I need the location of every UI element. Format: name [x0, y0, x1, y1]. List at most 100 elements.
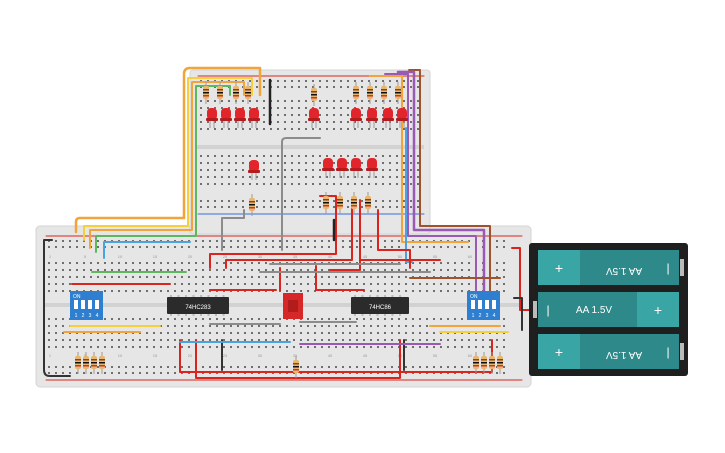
hole: [279, 346, 281, 348]
hole: [272, 269, 274, 271]
hole: [263, 128, 265, 130]
hole: [244, 262, 246, 264]
resistor-band: [99, 362, 105, 364]
hole: [270, 169, 272, 171]
rail-hole: [361, 80, 363, 82]
hole: [361, 155, 363, 157]
rail-hole: [319, 206, 321, 208]
hole: [146, 339, 148, 341]
hole: [270, 183, 272, 185]
hole: [62, 346, 64, 348]
resistor-band: [233, 89, 239, 91]
hole: [440, 283, 442, 285]
hole: [412, 318, 414, 320]
rail-hole: [221, 200, 223, 202]
hole: [419, 290, 421, 292]
hole: [461, 339, 463, 341]
chip-pin: [391, 314, 394, 316]
rail-hole: [242, 200, 244, 202]
rail-hole: [167, 366, 169, 368]
hole: [461, 262, 463, 264]
hole: [440, 318, 442, 320]
hole: [200, 176, 202, 178]
hole: [347, 107, 349, 109]
rail-hole: [312, 206, 314, 208]
hole: [237, 346, 239, 348]
dip-switch-left[interactable]: ON 1 2 3 4: [70, 291, 103, 320]
hole: [263, 176, 265, 178]
hole: [391, 283, 393, 285]
hole: [209, 269, 211, 271]
hole: [321, 339, 323, 341]
hole: [153, 262, 155, 264]
dip-switch-right[interactable]: ON 1 2 3 4: [467, 291, 500, 320]
rail-hole: [382, 206, 384, 208]
hole: [237, 325, 239, 327]
rail-hole: [125, 366, 127, 368]
hole: [321, 283, 323, 285]
hole: [111, 339, 113, 341]
hole: [398, 283, 400, 285]
hole: [305, 107, 307, 109]
hole: [90, 346, 92, 348]
led: [337, 158, 347, 170]
hole: [228, 162, 230, 164]
hole: [305, 128, 307, 130]
hole: [312, 176, 314, 178]
hole: [263, 155, 265, 157]
hole: [363, 283, 365, 285]
rail-hole: [195, 246, 197, 248]
hole: [363, 339, 365, 341]
column-number: 20: [188, 353, 193, 358]
hole: [382, 169, 384, 171]
rail-hole: [375, 86, 377, 88]
hole: [104, 346, 106, 348]
resistor-band: [293, 369, 299, 371]
wire: [221, 209, 245, 251]
hole: [195, 276, 197, 278]
hole: [167, 262, 169, 264]
rail-hole: [496, 246, 498, 248]
hole: [202, 276, 204, 278]
hole: [125, 276, 127, 278]
column-number: 55: [433, 353, 438, 358]
rail-hole: [370, 246, 372, 248]
rail-hole: [300, 246, 302, 248]
rail-hole: [496, 240, 498, 242]
hole: [440, 262, 442, 264]
hole: [356, 325, 358, 327]
hole: [298, 100, 300, 102]
led: [351, 158, 361, 170]
resistor-band: [83, 362, 89, 364]
resistor-band: [353, 89, 359, 91]
hole: [228, 121, 230, 123]
hole: [97, 276, 99, 278]
hole: [55, 269, 57, 271]
rail-hole: [62, 240, 64, 242]
chip-74hc86[interactable]: 74HC86: [351, 297, 409, 314]
hole: [377, 346, 379, 348]
hole: [503, 276, 505, 278]
hole: [375, 183, 377, 185]
rail-hole: [272, 246, 274, 248]
hole: [167, 290, 169, 292]
hole: [258, 339, 260, 341]
hole: [228, 107, 230, 109]
hole: [361, 121, 363, 123]
hole: [284, 100, 286, 102]
battery-cell-1: + | AA 1.5V: [538, 250, 684, 285]
hole: [370, 276, 372, 278]
hole: [377, 276, 379, 278]
rail-hole: [237, 246, 239, 248]
hole: [405, 325, 407, 327]
hole: [377, 339, 379, 341]
hole: [410, 100, 412, 102]
chip-74hc283[interactable]: 74HC283: [167, 297, 229, 314]
hole: [251, 318, 253, 320]
rail-hole: [375, 200, 377, 202]
hole: [249, 176, 251, 178]
rail-hole: [382, 80, 384, 82]
rail-hole: [410, 86, 412, 88]
hole: [244, 339, 246, 341]
hole: [200, 114, 202, 116]
